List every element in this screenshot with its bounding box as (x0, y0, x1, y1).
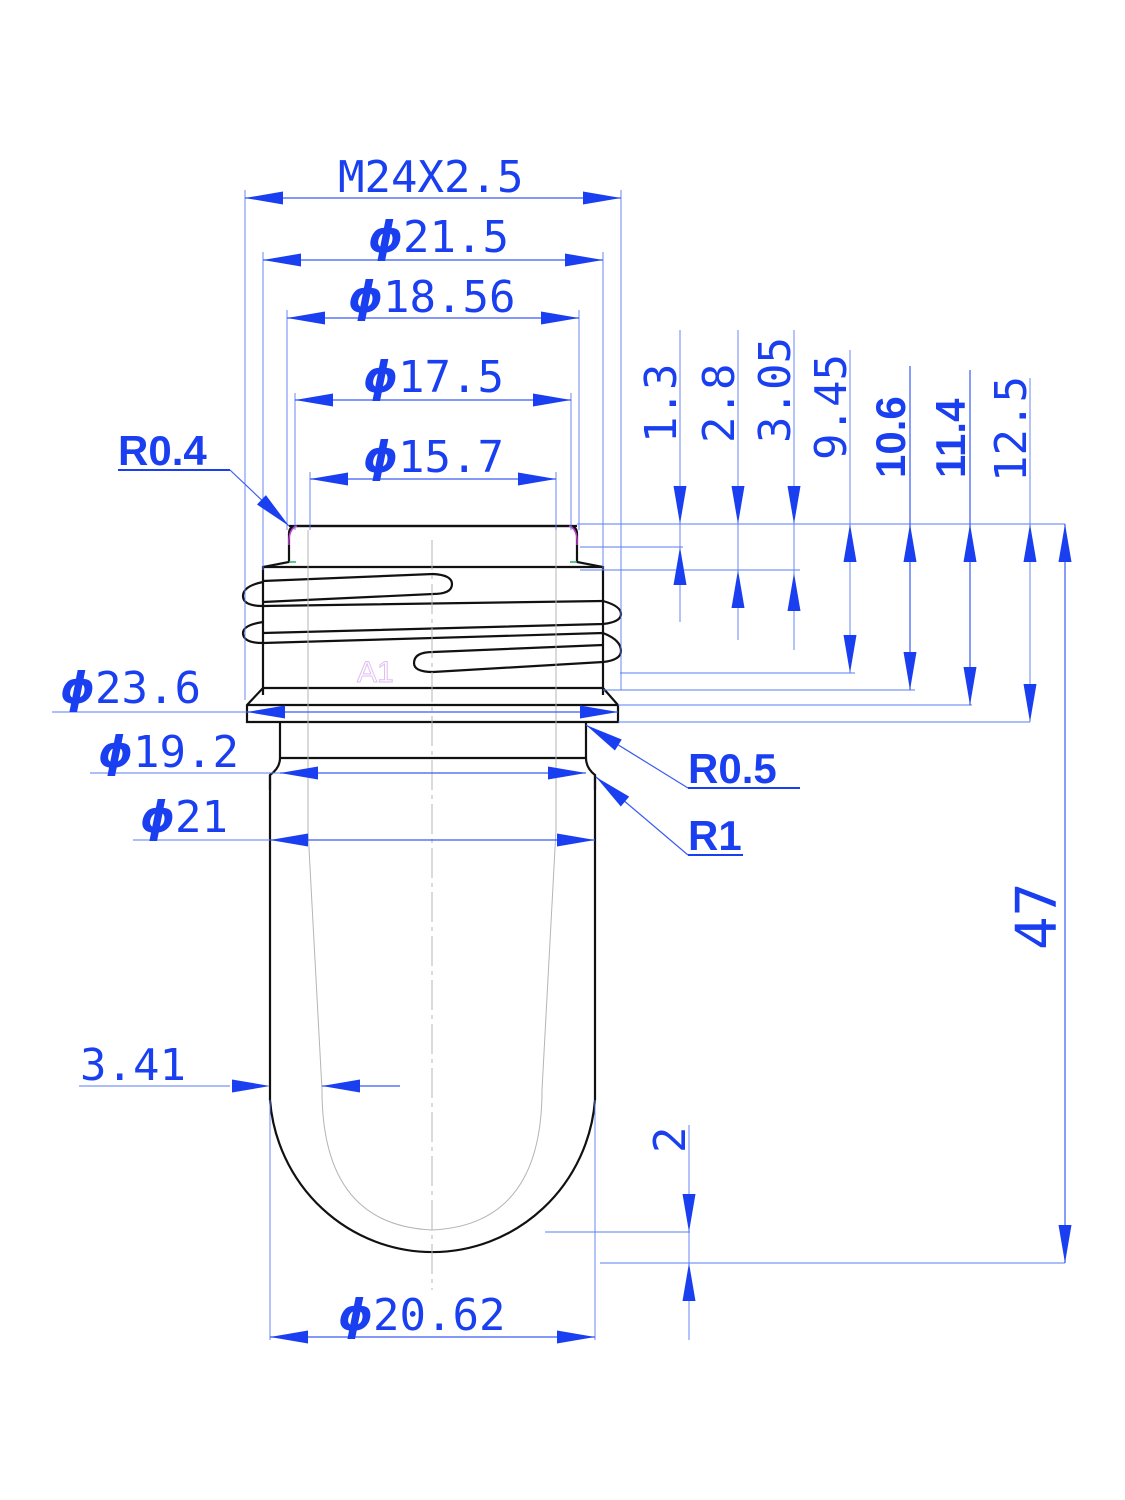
dia-17-5-label: ϕ17.5 (363, 352, 504, 403)
dia-21-label: ϕ21 (140, 792, 228, 843)
height-11-4-label: 11.4 (927, 398, 974, 478)
dia-21-5-label: ϕ21.5 (368, 212, 509, 263)
preform-outline: A1 (241, 524, 623, 1290)
radius-1-label: R1 (688, 812, 742, 859)
height-10-6-label: 10.6 (867, 396, 914, 478)
height-9-45-label: 9.45 (806, 354, 857, 460)
overall-length-label: 47 (1005, 883, 1070, 950)
vertical-dimensions (673, 366, 1072, 1301)
wall-thickness-label: 3.41 (80, 1040, 186, 1091)
radius-leaders (118, 469, 800, 856)
radius-0-5-label: R0.5 (688, 745, 777, 792)
bottom-thickness-label: 2 (645, 1127, 696, 1154)
cavity-mark: A1 (357, 656, 394, 689)
dia-20-62-label: ϕ20.62 (338, 1290, 506, 1341)
height-12-5-label: 12.5 (986, 376, 1037, 482)
dia-15-7-label: ϕ15.7 (363, 432, 504, 483)
dimension-labels: M24X2.5 ϕ21.5 ϕ18.56 ϕ17.5 ϕ15.7 ϕ23.6 ϕ… (60, 152, 1070, 1341)
dia-23-6-label: ϕ23.6 (60, 663, 201, 714)
height-2-8-label: 2.8 (694, 364, 745, 443)
height-3-05-label: 3.05 (750, 337, 801, 443)
radius-0-4-label: R0.4 (118, 427, 207, 474)
horizontal-dimensions (232, 191, 621, 1344)
dia-19-2-label: ϕ19.2 (98, 727, 239, 778)
dia-18-56-label: ϕ18.56 (348, 272, 516, 323)
thread-spec-label: M24X2.5 (338, 152, 523, 203)
height-1-3-label: 1.3 (636, 364, 687, 443)
